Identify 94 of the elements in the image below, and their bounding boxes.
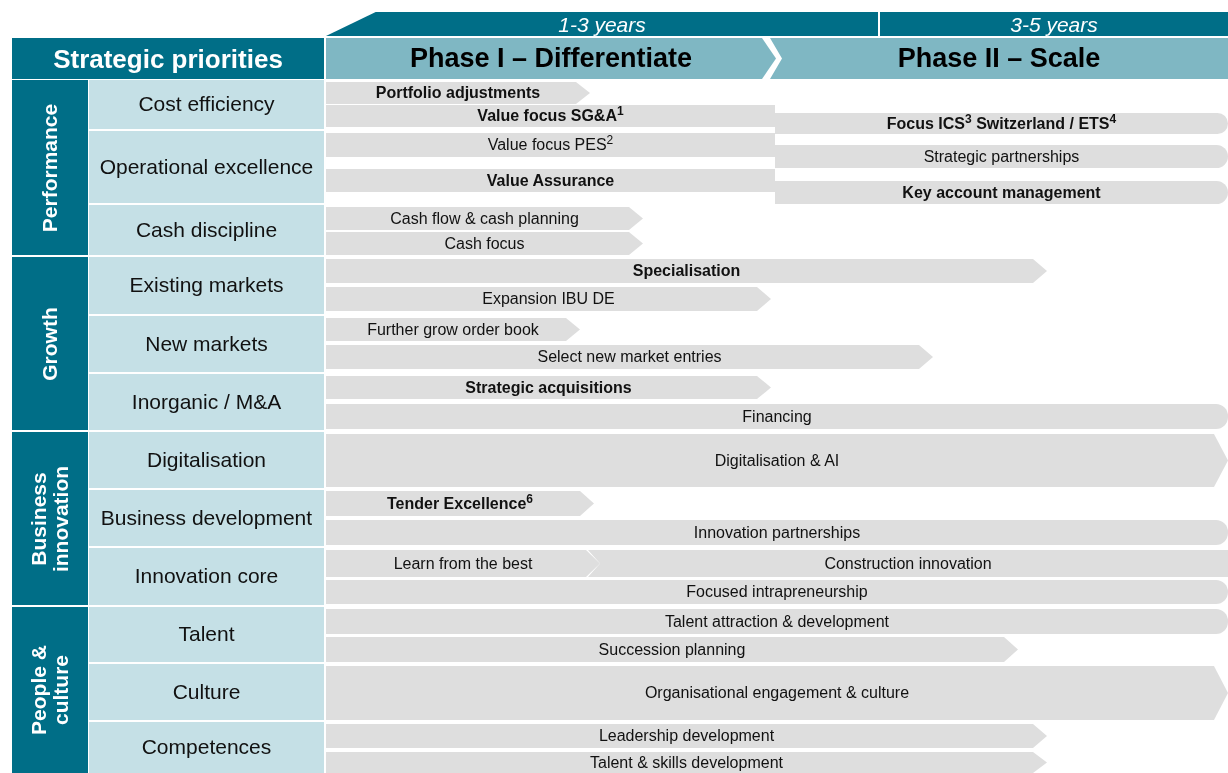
node-label: Portfolio adjustments: [375, 85, 541, 101]
node-label: Cash focus: [444, 235, 525, 252]
priority-cell: [89, 432, 324, 488]
priority-cell: [89, 607, 324, 662]
node-label: Value focus SG&A$^{1}$: [477, 108, 624, 124]
node-label: Strategic priorities: [53, 45, 283, 72]
initiative-bar: [326, 82, 590, 104]
category-label: Growth: [39, 305, 61, 383]
phase-banner: [770, 38, 1228, 79]
node-label: Strategic partnerships: [923, 148, 1080, 165]
node-label: Digitalisation & AI: [714, 452, 840, 469]
node-label: Phase I – Differentiate: [409, 45, 693, 72]
node-label: Specialisation: [632, 263, 741, 279]
node-label: Innovation core: [134, 564, 279, 589]
initiative-bar: [326, 637, 1018, 662]
node-label: Focused intrapreneurship: [686, 584, 868, 600]
initiative-bar: [326, 550, 600, 577]
category-label: Performance: [39, 102, 61, 234]
priority-cell: [89, 316, 324, 372]
node-label: Expansion IBU DE: [482, 291, 615, 307]
priority-cell: [89, 374, 324, 430]
node-label: Leadership development: [598, 728, 775, 744]
category-label: People & culture: [27, 644, 73, 737]
initiative-bar: [775, 145, 1228, 168]
node-label: Talent: [178, 622, 235, 647]
initiative-bar: [326, 318, 580, 341]
timeframe-band: [880, 12, 1228, 36]
node-label: New markets: [145, 331, 268, 357]
initiative-bar: [326, 169, 775, 192]
node-label: Digitalisation: [146, 447, 267, 473]
initiative-bar: [326, 666, 1228, 720]
node-label: Focus ICS$^{3}$ Switzerland / ETS$^{4}$: [886, 115, 1117, 132]
priority-cell: [89, 548, 324, 605]
node-label: Inorganic / M&A: [131, 389, 282, 415]
initiative-bar: [326, 376, 771, 399]
category-cell: [12, 607, 88, 773]
node-label: Select new market entries: [537, 349, 722, 365]
node-label: Talent attraction & development: [664, 613, 890, 630]
priority-cell: [89, 664, 324, 720]
priority-cell: [89, 257, 324, 314]
node-label: Innovation partnerships: [693, 524, 861, 541]
node-label: Organisational engagement & culture: [644, 685, 910, 701]
node-label: Value focus PES$^{2}$: [487, 137, 614, 153]
node-label: Phase II – Scale: [897, 45, 1101, 72]
node-label: Cash discipline: [135, 217, 278, 243]
node-label: Financing: [742, 408, 812, 425]
initiative-bar: [326, 105, 775, 127]
initiative-bar: [326, 724, 1047, 748]
node-label: Talent & skills development: [590, 754, 783, 771]
initiative-bar: [326, 609, 1228, 634]
priority-cell: [89, 80, 324, 129]
priority-cell: [89, 722, 324, 773]
priority-cell: [89, 131, 324, 203]
category-cell: [12, 432, 88, 605]
node-label: Existing markets: [129, 273, 284, 298]
initiative-bar: [775, 181, 1228, 204]
node-label: Key account management: [902, 184, 1101, 201]
initiative-bar: [326, 345, 933, 369]
node-label: Learn from the best: [393, 555, 533, 572]
node-label: Value Assurance: [486, 172, 615, 189]
timeframe-band: [326, 12, 878, 36]
category-cell: [12, 257, 88, 430]
phase-banner: [326, 38, 776, 79]
node-label: Construction innovation: [824, 555, 992, 572]
node-label: Operational excellence: [99, 154, 314, 180]
node-label: Competences: [141, 735, 272, 760]
node-label: Further grow order book: [367, 321, 539, 338]
category-cell: [12, 80, 88, 255]
initiative-bar: [326, 287, 771, 311]
initiative-bar: [775, 113, 1228, 134]
priority-cell: [89, 205, 324, 255]
node-label: Cost efficiency: [138, 92, 275, 117]
node-label: Cash flow & cash planning: [390, 210, 579, 227]
node-label: Strategic acquisitions: [465, 379, 632, 396]
initiative-bar: [326, 491, 594, 516]
header-cell: [12, 38, 324, 79]
initiative-bar: [326, 580, 1228, 604]
initiative-bar: [326, 404, 1228, 429]
initiative-bar: [326, 133, 775, 157]
node-label: 3-5 years: [1010, 13, 1098, 35]
initiative-bar: [326, 752, 1047, 773]
priority-cell: [89, 490, 324, 546]
node-label: Culture: [172, 679, 241, 705]
initiative-bar: [326, 207, 643, 230]
node-label: 1-3 years: [558, 13, 646, 35]
initiative-bar: [326, 259, 1047, 283]
initiative-bar: [326, 434, 1228, 487]
category-label: Business innovation: [27, 464, 73, 574]
node-label: Tender Excellence$^{6}$: [387, 495, 533, 512]
node-label: Succession planning: [598, 641, 746, 658]
initiative-bar: [326, 520, 1228, 545]
node-label: Business development: [100, 505, 313, 531]
initiative-bar: [588, 550, 1228, 577]
initiative-bar: [326, 232, 643, 255]
